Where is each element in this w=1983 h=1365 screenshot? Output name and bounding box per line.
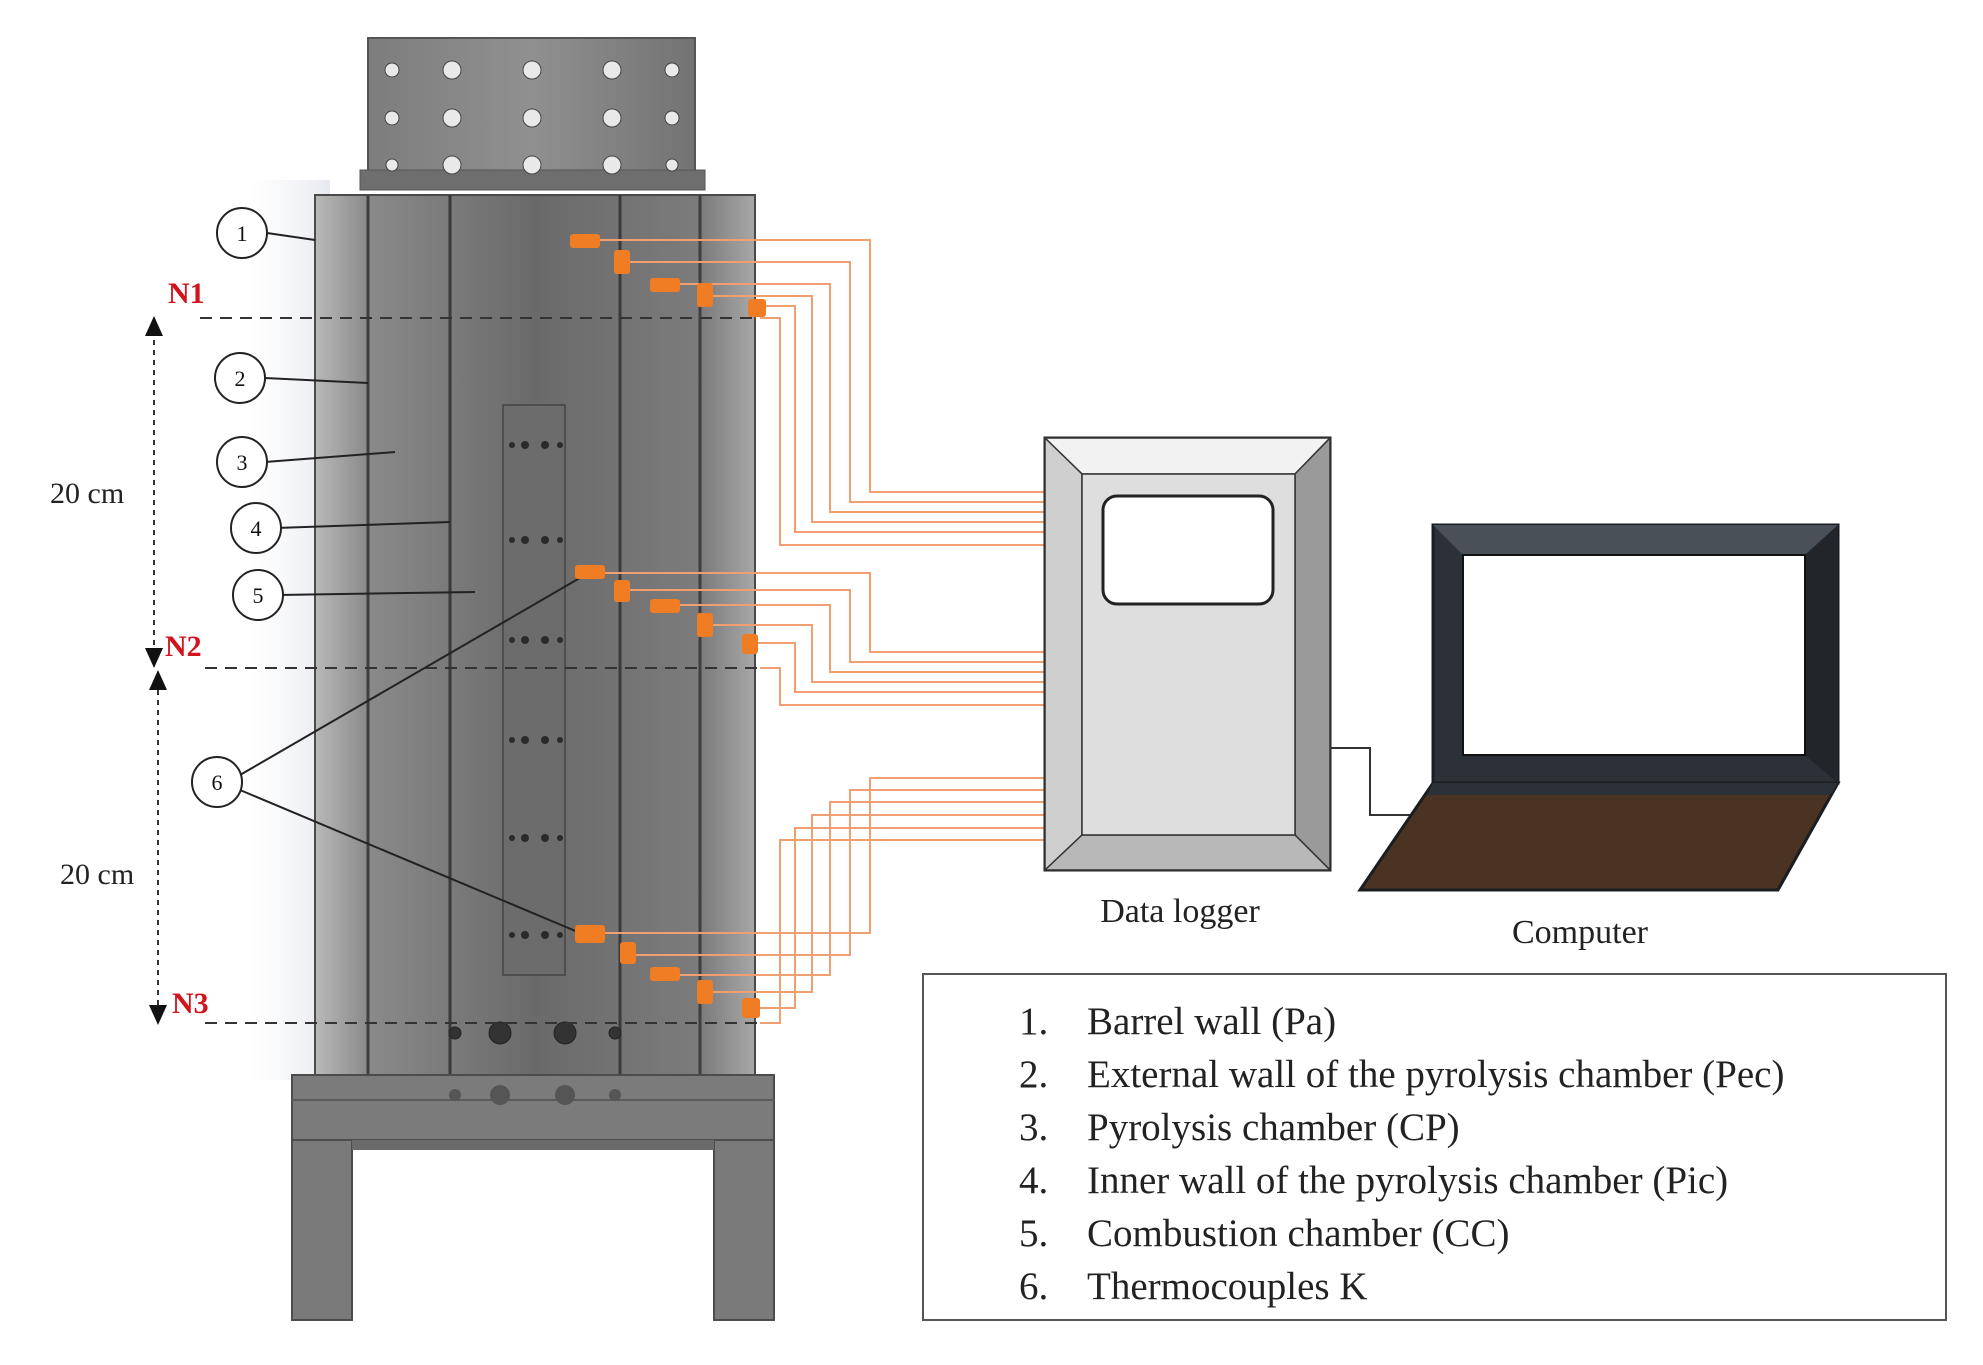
computer-label: Computer: [1512, 914, 1649, 951]
computer: [1357, 523, 1841, 892]
level-lines: [200, 317, 760, 1024]
legend-item-4: 4.Inner wall of the pyrolysis chamber (P…: [1019, 1159, 1729, 1202]
svg-text:6: 6: [212, 770, 223, 795]
callout-3: 3: [216, 436, 268, 488]
callout-4: 4: [230, 502, 282, 554]
callouts: 1 2 3 4 5 6: [191, 207, 284, 808]
svg-text:1: 1: [237, 221, 248, 246]
legend-item-6: 6.Thermocouples K: [1019, 1265, 1368, 1308]
level-label-n2: N2: [165, 630, 202, 663]
level-label-n1: N1: [168, 277, 205, 310]
svg-text:2: 2: [235, 366, 246, 391]
data-logger-label: Data logger: [1100, 893, 1260, 930]
thermocouple-sensors: [570, 234, 766, 1018]
legend-box: 1.Barrel wall (Pa) 2.External wall of th…: [922, 973, 1947, 1321]
dimension-label-lower: 20 cm: [60, 858, 134, 891]
legend-item-3: 3.Pyrolysis chamber (CP): [1019, 1106, 1460, 1149]
svg-text:3: 3: [237, 450, 248, 475]
dimension-arrows: [153, 330, 159, 1010]
callout-6: 6: [191, 756, 243, 808]
support-stand: [291, 1074, 775, 1321]
legend-item-2: 2.External wall of the pyrolysis chamber…: [1019, 1053, 1785, 1096]
svg-text:4: 4: [251, 516, 262, 541]
legend-item-5: 5.Combustion chamber (CC): [1019, 1212, 1510, 1255]
barrel-body: [314, 194, 756, 1086]
logger-computer-cable: [1330, 747, 1410, 816]
data-logger: [1043, 436, 1332, 872]
dimension-arrowheads: [145, 316, 167, 1025]
dimension-label-upper: 20 cm: [50, 477, 124, 510]
callout-1: 1: [216, 207, 268, 259]
thermocouple-wires: [590, 239, 1045, 1024]
computer-screen: [1462, 554, 1806, 756]
callout-2: 2: [214, 352, 266, 404]
legend-item-1: 1.Barrel wall (Pa): [1019, 1000, 1337, 1043]
callout-5: 5: [232, 569, 284, 621]
callout-leaders: [239, 232, 586, 936]
chimney: [359, 37, 706, 191]
level-label-n3: N3: [172, 987, 209, 1020]
computer-keyboard: [1357, 781, 1841, 892]
data-logger-screen: [1101, 494, 1275, 606]
svg-text:5: 5: [253, 583, 264, 608]
